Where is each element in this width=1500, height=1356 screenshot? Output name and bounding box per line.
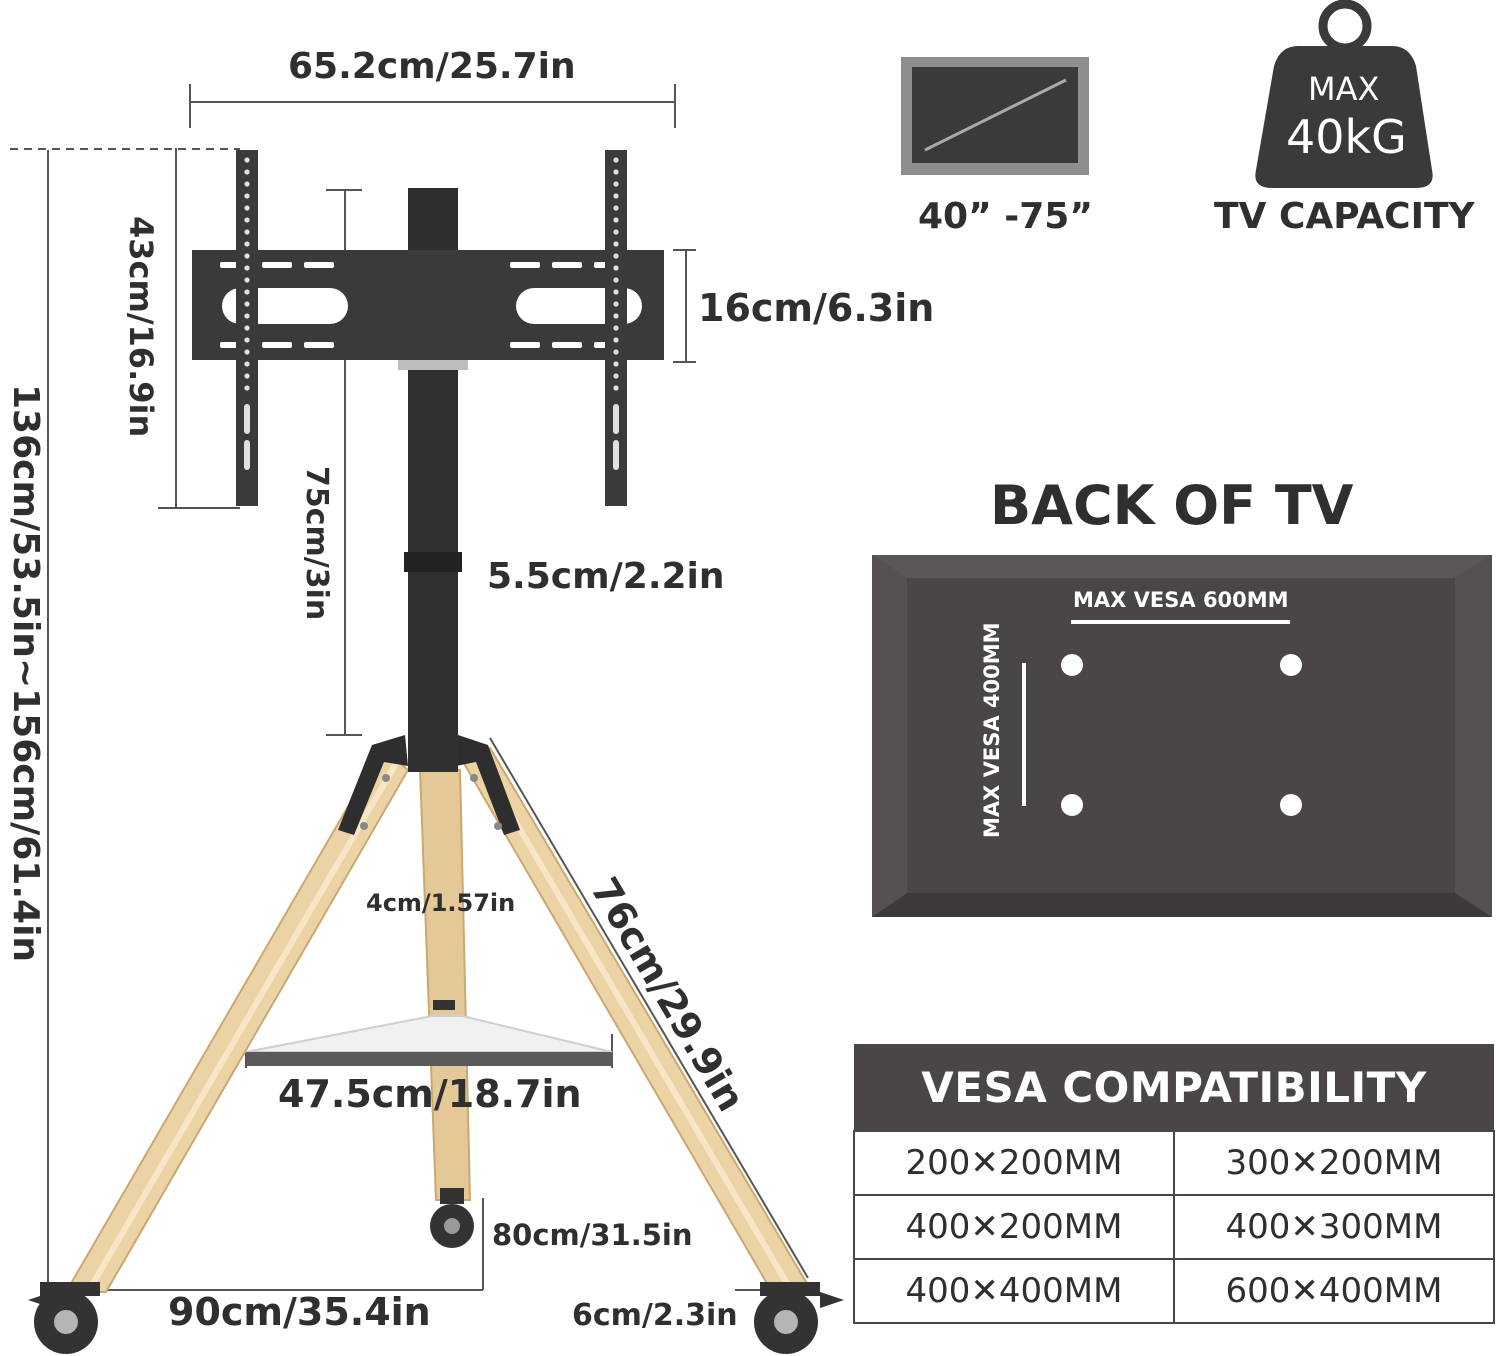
shelf-width-label: 47.5cm/18.7in [278,1072,582,1116]
bracket-hole [613,265,619,271]
tripod-legs [64,746,814,1294]
bracket-height-label: 43cm/16.9in [122,216,160,438]
pole-diameter-label: 5.5cm/2.2in [487,556,725,597]
bracket-hole [244,181,250,187]
pole-clamp [404,552,462,572]
vesa-hole [1061,794,1083,816]
rear-depth-label: 80cm/31.5in [492,1218,693,1252]
bracket-hole [613,205,619,211]
bracket-hole [244,349,250,355]
bracket-hole [244,313,250,319]
tv-screen-icon [901,57,1089,175]
capacity-max-label: MAX [1308,70,1380,108]
bracket-hole [613,277,619,283]
bracket-hole [613,181,619,187]
height-adjust-label: 75cm/3in [299,466,334,621]
bracket-hole [613,325,619,331]
vesa-size-cell: 600✕400MM [1173,1258,1495,1324]
bracket-hole [613,169,619,175]
bracket-hole [613,361,619,367]
bracket-hole [613,373,619,379]
back-of-tv-panel [872,555,1492,917]
bracket-hole [244,337,250,343]
screen-size-range: 40” -75” [918,196,1093,237]
vesa-table-header: VESA COMPATIBILITY [854,1044,1494,1131]
shelf [245,1000,613,1066]
bracket-hole [244,301,250,307]
mounting-bracket [192,150,664,506]
bracket-hole [613,349,619,355]
bracket-hole [244,385,250,391]
bracket-hole [244,157,250,163]
total-height-label: 136cm/53.5in~156cm/61.4in [5,384,46,963]
vesa-compatibility-table: VESA COMPATIBILITY 200✕200MM 300✕200MM 4… [853,1044,1495,1324]
bracket-hole [613,385,619,391]
max-vesa-vertical: MAX VESA 400MM [980,622,1004,838]
bracket-hole [244,169,250,175]
dimension-lines [10,84,809,1291]
capacity-value: 40kG [1286,110,1407,164]
bracket-hole [613,193,619,199]
bracket-width-label: 65.2cm/25.7in [288,46,576,87]
vesa-size-cell: 400✕400MM [853,1258,1175,1324]
bracket-hole [613,229,619,235]
vesa-hole [1280,794,1302,816]
leg-brackets [338,735,520,835]
table-row: 400✕200MM 400✕300MM [853,1194,1495,1260]
plate-height-label: 16cm/6.3in [698,286,935,330]
bracket-hole [244,277,250,283]
max-vesa-horizontal: MAX VESA 600MM [1073,588,1289,612]
bracket-hole [613,217,619,223]
bracket-hole [244,265,250,271]
table-row: 200✕200MM 300✕200MM [853,1130,1495,1196]
bracket-hole [613,157,619,163]
bracket-hole [613,241,619,247]
bracket-hole [613,337,619,343]
bracket-hole [244,325,250,331]
base-width-label: 90cm/35.4in [168,1290,431,1334]
vesa-size-cell: 200✕200MM [853,1130,1175,1196]
casters [28,1188,844,1354]
bracket-hole [244,229,250,235]
bracket-hole [613,289,619,295]
wheel-size-label: 6cm/2.3in [572,1298,738,1333]
bracket-hole [244,205,250,211]
vesa-hole [1280,654,1302,676]
bracket-hole [244,361,250,367]
back-of-tv-title: BACK OF TV [990,474,1354,537]
table-row: 400✕400MM 600✕400MM [853,1258,1495,1324]
leg-width-label: 4cm/1.57in [366,889,516,917]
bracket-hole [613,313,619,319]
vesa-hole [1061,654,1083,676]
bracket-hole [244,253,250,259]
bracket-hole [244,241,250,247]
vesa-size-cell: 400✕300MM [1173,1194,1495,1260]
vesa-size-cell: 300✕200MM [1173,1130,1495,1196]
bracket-hole [244,289,250,295]
bracket-hole [244,373,250,379]
bracket-hole [244,217,250,223]
vesa-size-cell: 400✕200MM [853,1194,1175,1260]
weight-icon [1255,0,1433,188]
bracket-hole [244,193,250,199]
rear-leg [418,769,472,1201]
bracket-hole [613,301,619,307]
capacity-caption: TV CAPACITY [1214,196,1475,237]
bracket-hole [613,253,619,259]
